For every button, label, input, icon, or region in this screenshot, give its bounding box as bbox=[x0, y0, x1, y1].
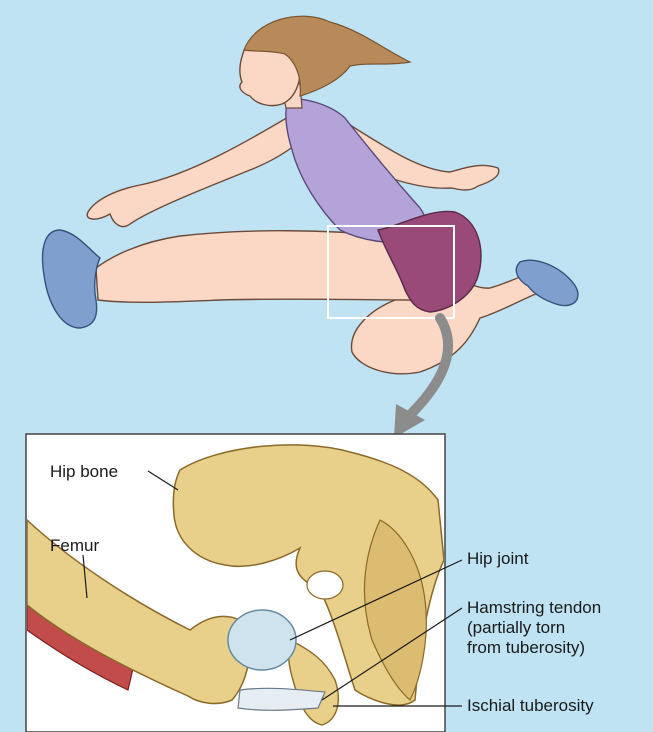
lead-shoe bbox=[43, 230, 100, 328]
label-hip-bone: Hip bone bbox=[50, 462, 118, 482]
label-ischial-tuberosity: Ischial tuberosity bbox=[467, 696, 594, 716]
obturator-foramen bbox=[307, 571, 343, 599]
label-femur: Femur bbox=[50, 536, 99, 556]
label-hip-joint: Hip joint bbox=[467, 549, 528, 569]
label-hamstring-tendon-1: Hamstring tendon bbox=[467, 598, 601, 618]
label-hamstring-tendon-2: (partially torn bbox=[467, 618, 565, 638]
hurdler-figure bbox=[43, 16, 578, 374]
label-hamstring-tendon-3: from tuberosity) bbox=[467, 638, 585, 658]
hamstring-tendon bbox=[238, 688, 325, 710]
hip-joint-cartilage bbox=[228, 610, 296, 670]
back-arm bbox=[87, 110, 312, 227]
